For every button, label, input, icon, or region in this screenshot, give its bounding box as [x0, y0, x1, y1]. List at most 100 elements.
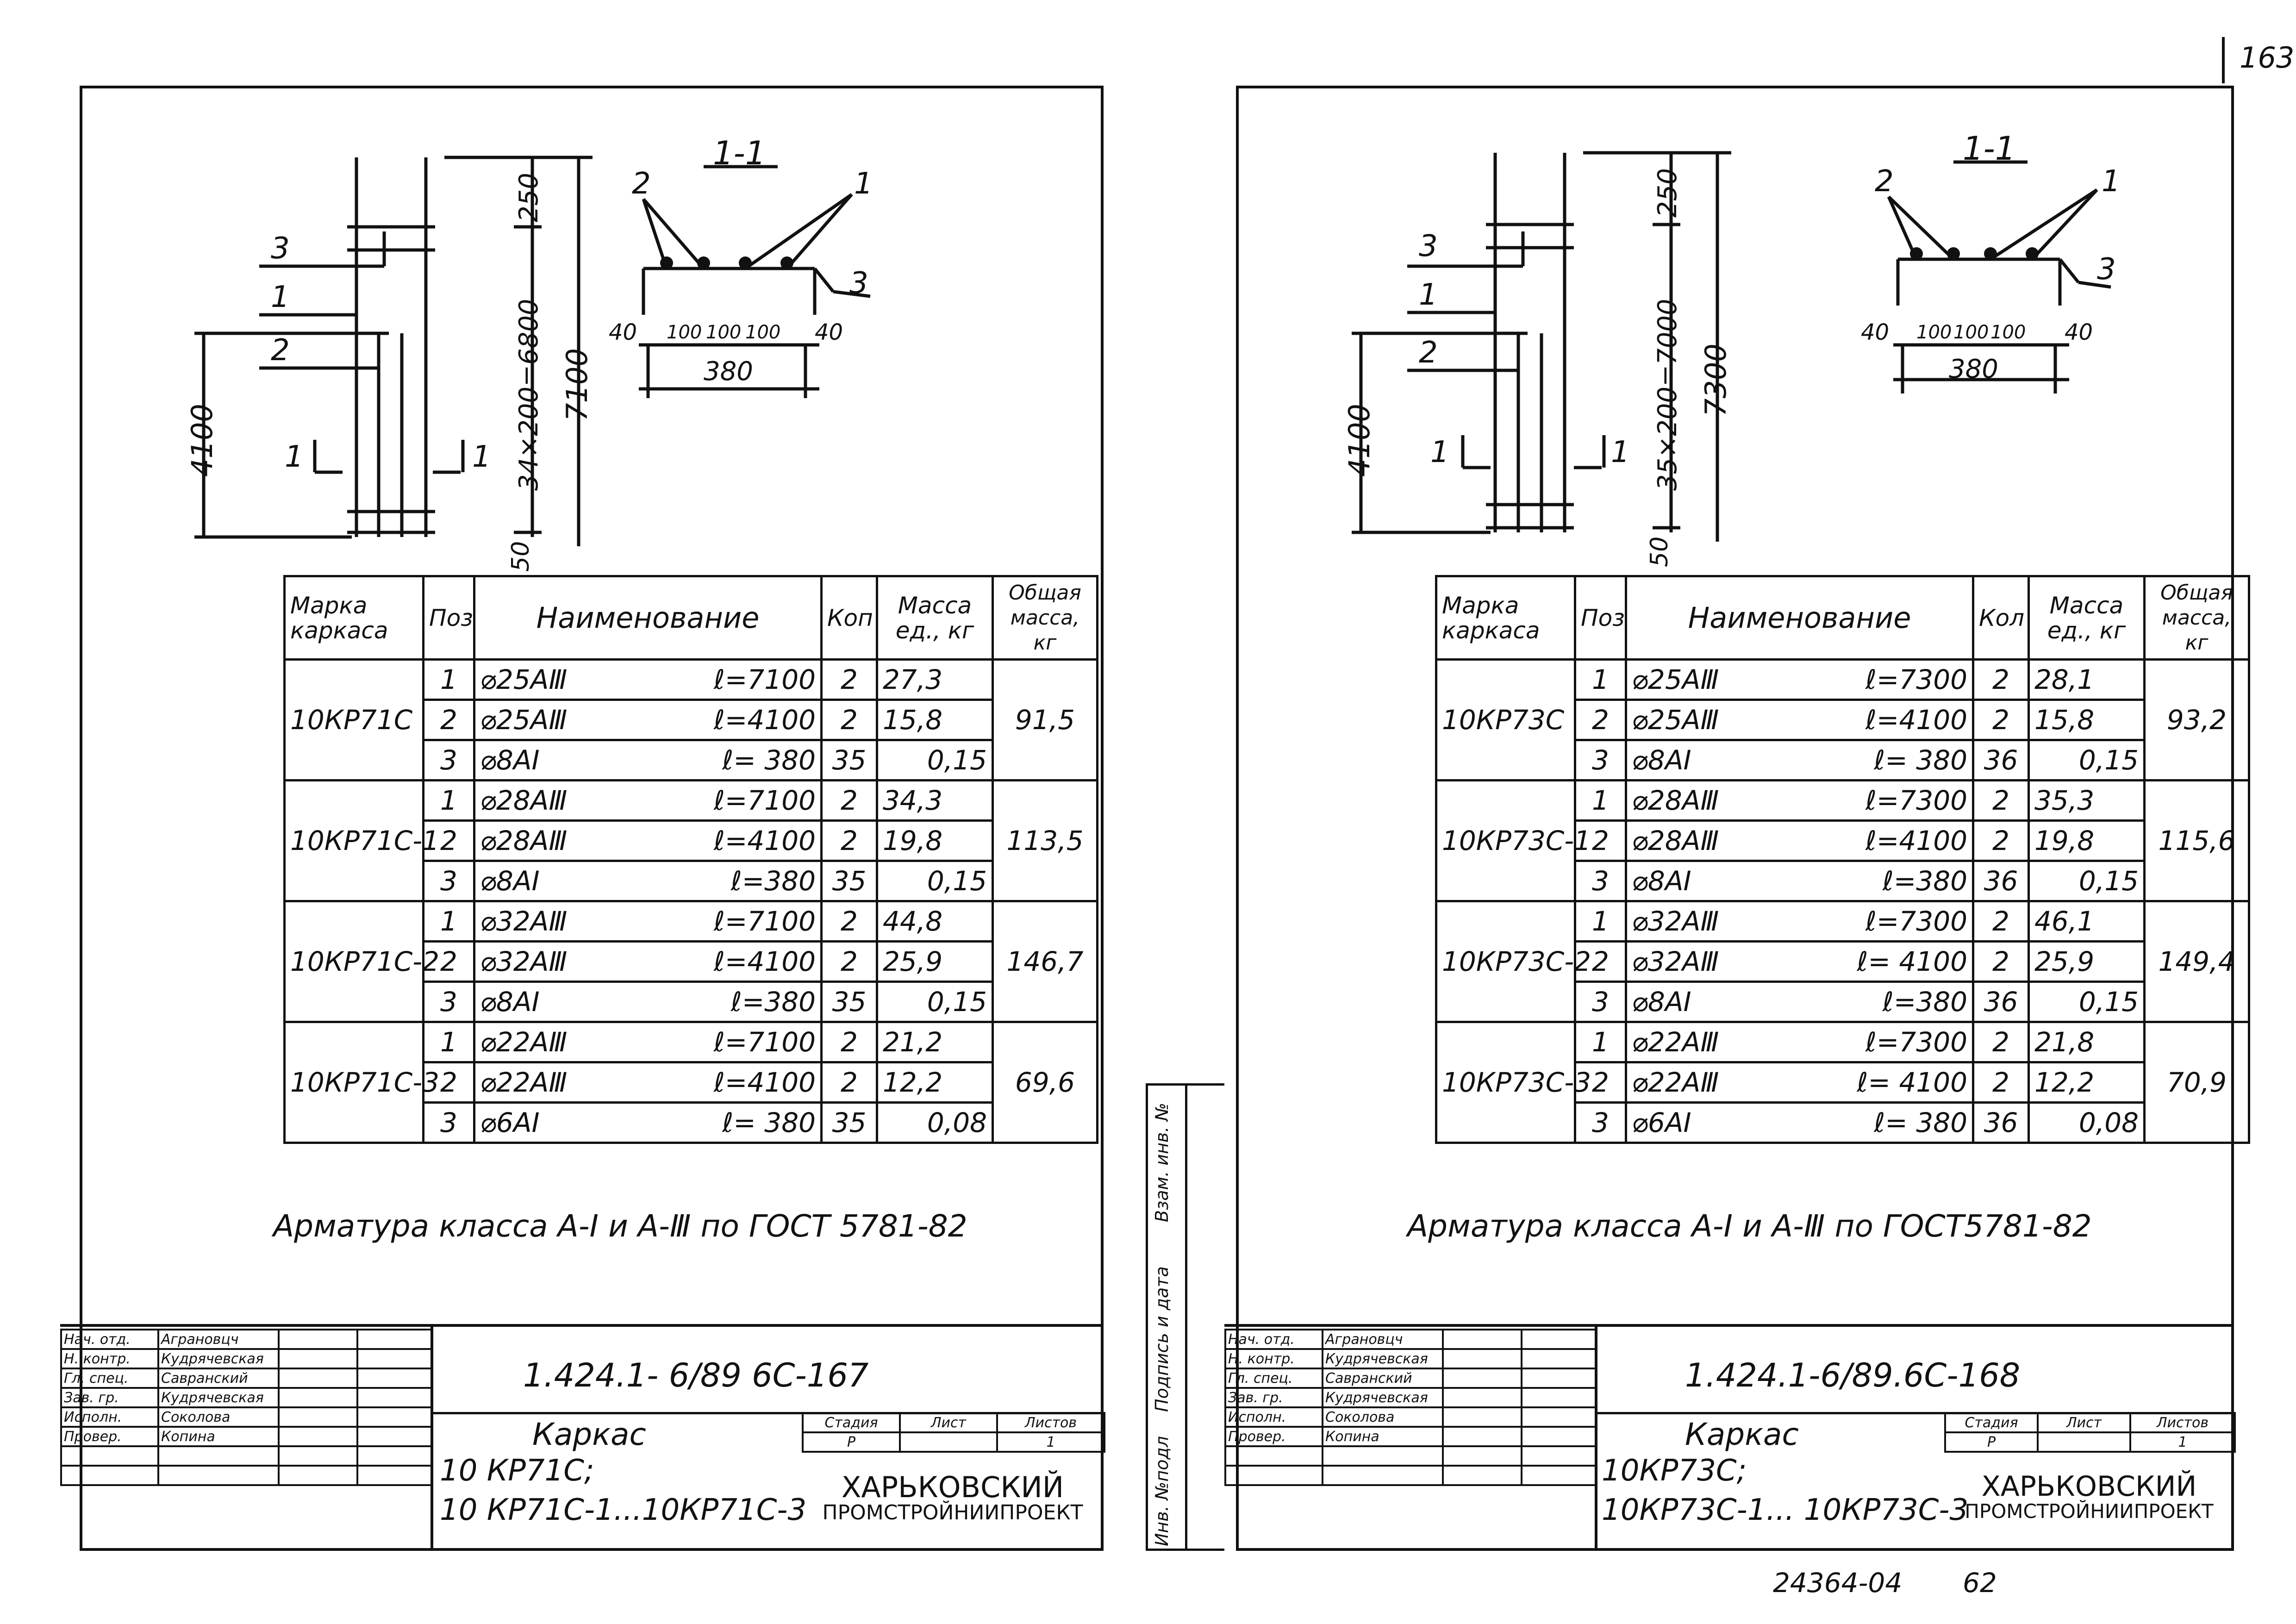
- frame-total-mass: 149,4: [2143, 900, 2250, 1023]
- organization-right: ХАРЬКОВСКИЙ ПРОМСТРОЙНИИПРОЕКТ: [1944, 1472, 2234, 1522]
- row-qty: 35: [820, 1101, 878, 1144]
- document-code-left: 1.424.1- 6/89 6С-167: [523, 1356, 869, 1394]
- row-pos: 2: [422, 699, 475, 741]
- sheets-value: 1: [996, 1431, 1105, 1453]
- row-length: ℓ=380: [1882, 865, 1967, 897]
- row-qty: 2: [820, 699, 878, 741]
- frame-total-mass: 91,5: [992, 658, 1098, 781]
- row-qty: 2: [820, 779, 878, 822]
- staff-role: Гл. спец.: [1224, 1368, 1323, 1389]
- specification-table-left: Марка каркаса Поз Наименование Коп Масса…: [283, 575, 1098, 1144]
- header-pos: Поз: [422, 575, 475, 661]
- section-label: 1-1: [713, 134, 766, 172]
- row-length: ℓ= 380: [722, 744, 816, 776]
- row-mass: 28,1: [2028, 658, 2146, 701]
- staff-role: Исполн.: [1224, 1406, 1323, 1428]
- footer-page: 62: [1963, 1567, 1997, 1599]
- section-dim-step-3: 100: [1990, 322, 2026, 343]
- section-mark-right: 1: [1611, 435, 1630, 469]
- row-qty: 36: [1972, 860, 2030, 902]
- section-dim-width: 380: [704, 356, 753, 387]
- dim-pitch: 34×200=6800: [514, 299, 544, 491]
- row-length: ℓ=7100: [713, 785, 816, 816]
- staff-table-left: Нач. отд.Аграновцч Н. контр.Кудрячевская…: [60, 1329, 432, 1486]
- stage-header: Стадия: [802, 1412, 901, 1433]
- caption-right: Арматура класса А-I и А-Ⅲ по ГОСТ5781-82: [1407, 1208, 2092, 1244]
- row-length: ℓ=380: [730, 986, 816, 1018]
- organization-line-2: ПРОМСТРОЙНИИПРОЕКТ: [822, 1501, 1083, 1525]
- row-qty: 2: [1972, 658, 2030, 701]
- drawing-sheet-left: [80, 86, 1104, 1551]
- title-block-left: [60, 1324, 1104, 1554]
- row-bar: ⌀25АⅢ: [1632, 664, 1719, 695]
- staff-name: Соколова: [1322, 1406, 1444, 1428]
- row-pos: 1: [1574, 900, 1627, 943]
- frame-mark: 10КР71С-3: [283, 1021, 439, 1144]
- row-bar: ⌀8АI: [1632, 865, 1691, 897]
- row-pos: 2: [422, 940, 475, 983]
- title-block-rule-left: [430, 1412, 1104, 1414]
- row-length: ℓ=4100: [713, 946, 816, 977]
- header-mark: Марка каркаса: [1435, 575, 1576, 661]
- specification-table-right: Марка каркаса Поз Наименование Кол Масса…: [1435, 575, 2250, 1144]
- section-callout-2: 2: [632, 167, 651, 201]
- frame-total-mass: 113,5: [992, 779, 1098, 902]
- row-qty: 36: [1972, 739, 2030, 781]
- row-bar: ⌀25АⅢ: [480, 704, 568, 736]
- row-mass: 0,15: [876, 860, 994, 902]
- dim-bottom: 50: [1646, 536, 1673, 567]
- section-dim-step-2: 100: [1953, 322, 1989, 343]
- staff-role: Гл. спец.: [60, 1368, 159, 1389]
- row-length: ℓ= 4100: [1857, 946, 1967, 977]
- row-pos: 3: [1574, 981, 1627, 1023]
- row-bar: ⌀8АI: [480, 986, 540, 1018]
- row-bar: ⌀22АⅢ: [1632, 1026, 1719, 1058]
- dim-top: 250: [1653, 168, 1683, 218]
- callout-2: 2: [1419, 336, 1438, 370]
- row-pos: 1: [422, 1021, 475, 1063]
- row-length: ℓ=380: [730, 865, 816, 897]
- row-qty: 2: [1972, 779, 2030, 822]
- row-qty: 2: [1972, 819, 2030, 862]
- title-block-divider-left: [430, 1324, 433, 1551]
- header-unit-mass: Масса ед., кг: [876, 575, 994, 661]
- side-stamp-zam: Взам. инв. №: [1152, 1102, 1172, 1222]
- subtitle-1-right: 10КР73С;: [1602, 1454, 1747, 1488]
- row-pos: 2: [422, 1061, 475, 1104]
- row-bar: ⌀8АI: [480, 744, 540, 776]
- dim-overall: 7300: [1699, 344, 1733, 417]
- row-mass: 21,2: [876, 1021, 994, 1063]
- frame-total-mass: 70,9: [2143, 1021, 2250, 1144]
- row-length: ℓ=7100: [713, 1026, 816, 1058]
- section-label: 1-1: [1963, 130, 2016, 168]
- row-pos: 2: [1574, 1061, 1627, 1104]
- section-callout-3: 3: [2097, 252, 2116, 287]
- row-bar: ⌀22АⅢ: [1632, 1067, 1719, 1098]
- staff-role: Зав. гр.: [60, 1387, 159, 1408]
- row-length: ℓ=7300: [1865, 664, 1967, 695]
- dim-lower: 4100: [1342, 404, 1376, 477]
- row-mass: 44,8: [876, 900, 994, 943]
- sheet-header: Лист: [899, 1412, 998, 1433]
- section-dim-edge-left: 40: [1861, 319, 1890, 345]
- sheets-header: Листов: [2129, 1412, 2236, 1433]
- row-pos: 1: [422, 658, 475, 701]
- row-pos: 3: [1574, 739, 1627, 781]
- row-bar: ⌀32АⅢ: [1632, 906, 1719, 937]
- row-pos: 2: [422, 819, 475, 862]
- row-mass: 35,3: [2028, 779, 2146, 822]
- row-qty: 2: [1972, 1061, 2030, 1104]
- staff-role: Провер.: [1224, 1426, 1323, 1447]
- row-pos: 3: [422, 860, 475, 902]
- row-pos: 1: [1574, 658, 1627, 701]
- stage-value: Р: [802, 1431, 901, 1453]
- dim-top: 250: [514, 173, 544, 222]
- row-length: ℓ=4100: [713, 825, 816, 856]
- row-qty: 2: [1972, 940, 2030, 983]
